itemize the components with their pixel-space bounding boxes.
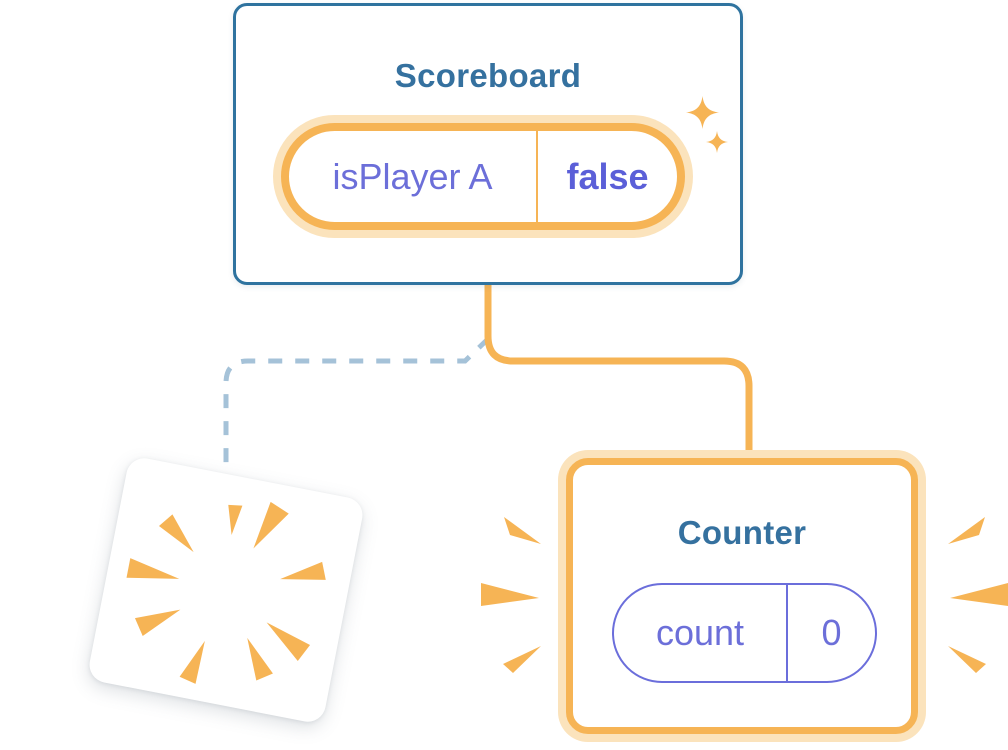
burst-wedges-right: [948, 517, 1008, 673]
burst-wedge-icon: [481, 583, 539, 606]
state-name: isPlayer A: [332, 155, 493, 197]
connector-dashed: [223, 336, 491, 470]
burst-wedge-icon: [948, 517, 985, 544]
sparkle-icon: [686, 96, 719, 129]
counter-title: Counter: [677, 514, 807, 551]
burst-wedge-icon: [504, 517, 541, 544]
state-value: 0: [821, 612, 842, 653]
scoreboard-card: Scoreboard isPlayer A false: [233, 3, 743, 285]
state-value: false: [566, 155, 649, 197]
sparkle-icon: [706, 131, 728, 153]
poof-burst-icon: [126, 501, 326, 684]
pill-divider: [536, 131, 538, 222]
burst-wedge-icon: [948, 646, 986, 673]
scoreboard-state-pill: isPlayer A false: [281, 123, 685, 230]
pill-divider: [786, 585, 788, 681]
burst-wedges-left: [481, 517, 541, 673]
connector-solid: [484, 284, 753, 460]
burst-wedge-icon: [503, 646, 541, 673]
burst-wedge-icon: [950, 583, 1008, 606]
poof-card: [86, 455, 366, 725]
state-name: count: [655, 612, 745, 653]
counter-state-pill: count 0: [612, 583, 877, 683]
scoreboard-title: Scoreboard: [394, 57, 582, 94]
counter-card: Counter count 0: [566, 458, 918, 734]
